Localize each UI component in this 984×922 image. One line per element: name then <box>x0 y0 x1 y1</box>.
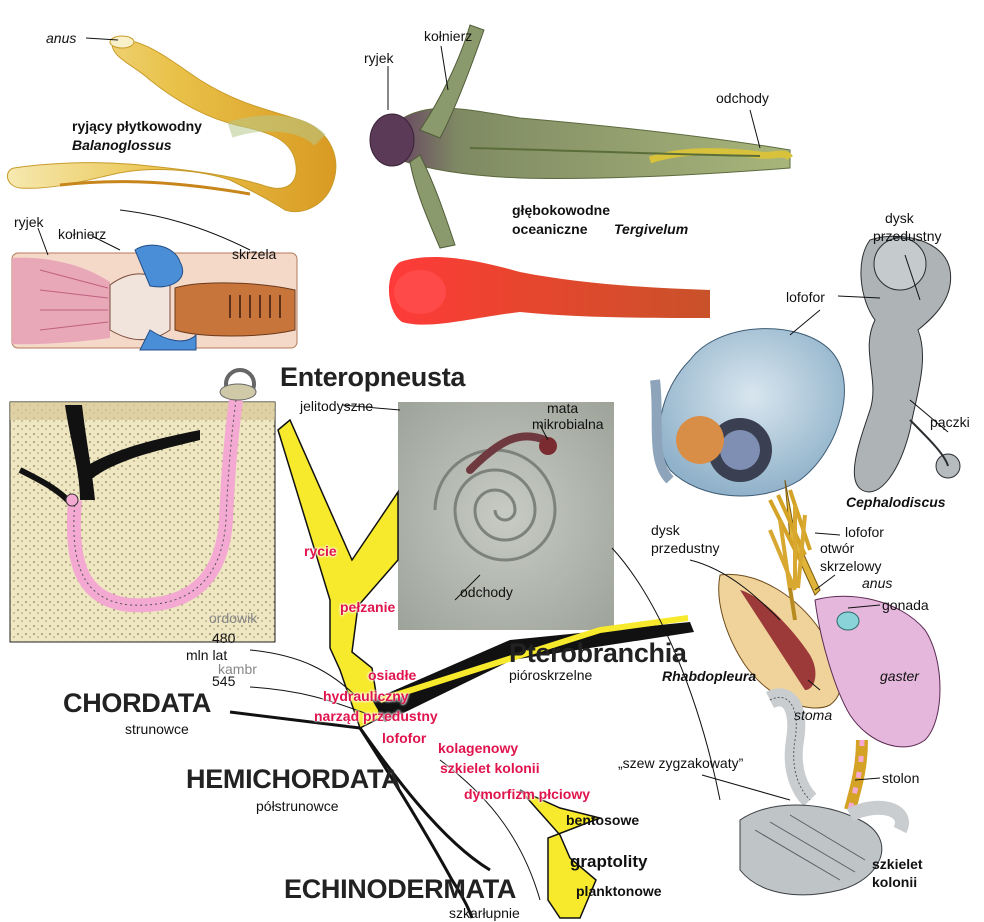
enteropneusta-pl: jelitodyszne <box>300 398 373 414</box>
ceph-dysk-1: dysk <box>885 210 914 226</box>
pterobranchia-pl: pióroskrzelne <box>509 667 592 683</box>
rhab-dysk-2: przedustny <box>651 540 719 556</box>
rhab-lofofor: lofofor <box>845 524 884 540</box>
trait-szkielet: szkielet kolonii <box>440 760 540 776</box>
cephalodiscus-name: Cephalodiscus <box>846 494 946 510</box>
trait-lofofor: lofofor <box>382 730 426 746</box>
echinodermata-pl: szkarłupnie <box>449 905 520 921</box>
chordata-pl: strunowce <box>125 721 189 737</box>
ceph-dysk-2: przedustny <box>873 228 941 244</box>
bentosowe-label: bentosowe <box>566 812 639 828</box>
burrow-block <box>10 370 275 642</box>
ryjek-label-right: ryjek <box>364 50 394 66</box>
rhabdopleura-zooid <box>719 480 940 810</box>
rhab-otwor-1: otwór <box>820 540 854 556</box>
echinodermata-title: ECHINODERMATA <box>284 874 516 904</box>
rhab-dysk-1: dysk <box>651 522 680 538</box>
mata-label-2: mikrobialna <box>532 416 604 432</box>
hemichordata-title: HEMICHORDATA <box>186 764 400 794</box>
rhab-gaster: gaster <box>880 668 919 684</box>
skrzela-label: skrzela <box>232 246 276 262</box>
balanoglossus-common-label: ryjący płytkowodny <box>72 118 202 134</box>
planktonowe-label: planktonowe <box>576 883 662 899</box>
graptolity-label: graptolity <box>570 852 647 871</box>
kolnierz-label-right: kołnierz <box>424 28 472 44</box>
trait-rycie: rycie <box>304 543 337 559</box>
kambr-age: 545 <box>212 673 235 689</box>
ceph-lofofor: lofofor <box>786 289 825 305</box>
enteropneusta-title: Enteropneusta <box>280 362 465 392</box>
trait-pelzanie: pełzanie <box>340 599 395 615</box>
pterobranchia-title: Pterobranchia <box>509 638 687 668</box>
trait-osiadle: osiadłe <box>368 667 416 683</box>
ordowik-age: 480 <box>212 630 235 646</box>
ceph-paczki: pączki <box>930 414 970 430</box>
trait-hydrauliczny: hydrauliczny <box>323 688 409 704</box>
anus-label: anus <box>46 30 76 46</box>
szkielet-1: szkielet <box>872 856 923 872</box>
trait-dymorfizm: dymorfizm płciowy <box>464 786 590 802</box>
ordowik-label: ordowik <box>209 610 257 626</box>
rhabdopleura-name: Rhabdopleura <box>662 668 756 684</box>
red-enteropneust <box>389 257 710 325</box>
odchody-label-top: odchody <box>716 90 769 106</box>
kolnierz-label-left: kołnierz <box>58 226 106 242</box>
rhab-stolon: stolon <box>882 770 919 786</box>
balanoglossus-name-label: Balanoglossus <box>72 137 172 153</box>
rhab-otwor-2: skrzelowy <box>820 558 881 574</box>
fossil-odchody-label: odchody <box>460 584 513 600</box>
rhab-anus: anus <box>862 575 892 591</box>
ryjek-label-left: ryjek <box>14 214 44 230</box>
hemichordata-pl: półstrunowce <box>256 798 339 814</box>
trait-narzad: narząd przedustny <box>314 708 438 724</box>
rhab-gonada: gonada <box>882 597 929 613</box>
szkielet-2: kolonii <box>872 874 917 890</box>
rhab-szew: „szew zygzakowaty” <box>618 755 743 771</box>
trait-kolagenowy: kolagenowy <box>438 740 518 756</box>
tergivelum-common-1: głębokowodne <box>512 202 610 218</box>
cephalodiscus-colony <box>655 236 960 496</box>
tergivelum-name: Tergivelum <box>614 221 688 237</box>
mata-label-1: mata <box>547 400 578 416</box>
tergivelum-common-2: oceaniczne <box>512 221 587 237</box>
rhab-stoma: stoma <box>794 707 832 723</box>
chordata-title: CHORDATA <box>63 688 211 718</box>
